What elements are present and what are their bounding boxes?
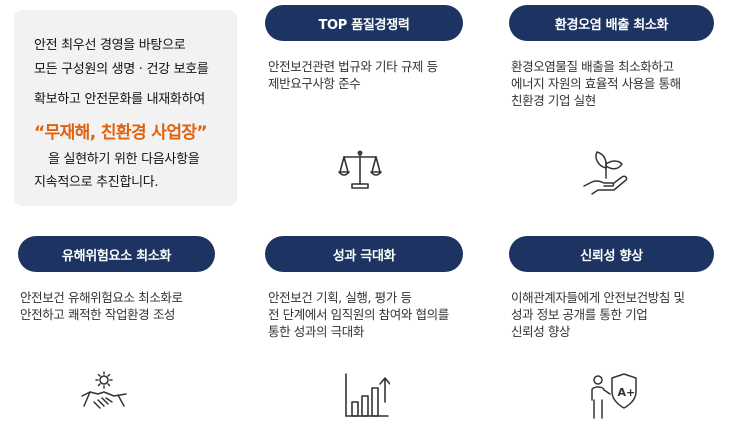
intro-line-2: 모든 구성원의 생명 · 건강 보호를 bbox=[34, 62, 209, 77]
person-shield-icon: A+ bbox=[588, 370, 640, 422]
card-desc-line: 안전보건 유해위험요소 최소화로 bbox=[20, 290, 183, 305]
intro-line-1: 안전 최우선 경영을 바탕으로 bbox=[34, 38, 186, 53]
hand-plant-icon bbox=[582, 148, 630, 200]
card-desc-trust: 이해관계자들에게 안전보건방침 및 성과 정보 공개를 통한 기업 신뢰성 향상 bbox=[511, 289, 685, 340]
intro-line-4: 을 실현하기 위한 다음사항을 bbox=[48, 152, 200, 167]
card-title-performance: 성과 극대화 bbox=[265, 236, 463, 272]
intro-slogan: “무재해, 친환경 사업장” bbox=[34, 123, 208, 143]
card-desc-line: 이해관계자들에게 안전보건방침 및 bbox=[511, 290, 685, 305]
card-desc-line: 친환경 기업 실현 bbox=[511, 93, 596, 108]
scale-icon bbox=[338, 148, 382, 192]
card-desc-line: 전 단계에서 임직원의 참여와 협의를 bbox=[268, 307, 449, 322]
card-desc-environment: 환경오염물질 배출을 최소화하고 에너지 자원의 효율적 사용을 통해 친환경 … bbox=[511, 58, 681, 109]
card-desc-line: 신뢰성 향상 bbox=[511, 324, 571, 339]
card-desc-line: 제반요구사항 준수 bbox=[268, 76, 361, 91]
intro-line-5: 지속적으로 추진합니다. bbox=[34, 175, 159, 190]
card-title-quality: TOP 품질경쟁력 bbox=[265, 5, 463, 41]
intro-panel: 안전 최우선 경영을 바탕으로 모든 구성원의 생명 · 건강 보호를 확보하고… bbox=[14, 10, 237, 206]
card-desc-performance: 안전보건 기획, 실행, 평가 등 전 단계에서 임직원의 참여와 협의를 통한… bbox=[268, 289, 449, 340]
shield-badge: A+ bbox=[618, 386, 636, 399]
card-title-hazard: 유해위험요소 최소화 bbox=[18, 236, 215, 272]
card-desc-line: 환경오염물질 배출을 최소화하고 bbox=[511, 59, 674, 74]
handshake-gear-icon bbox=[80, 368, 128, 416]
card-desc-line: 안전보건 기획, 실행, 평가 등 bbox=[268, 290, 412, 305]
card-desc-quality: 안전보건관련 법규와 기타 규제 등 제반요구사항 준수 bbox=[268, 58, 438, 92]
card-desc-hazard: 안전보건 유해위험요소 최소화로 안전하고 쾌적한 작업환경 조성 bbox=[20, 289, 183, 323]
card-desc-line: 에너지 자원의 효율적 사용을 통해 bbox=[511, 76, 681, 91]
card-title-environment: 환경오염 배출 최소화 bbox=[509, 5, 714, 41]
card-title-trust: 신뢰성 향상 bbox=[509, 236, 714, 272]
card-desc-line: 안전보건관련 법규와 기타 규제 등 bbox=[268, 59, 438, 74]
intro-line-3: 확보하고 안전문화를 내재화하여 bbox=[34, 92, 205, 107]
bar-growth-icon bbox=[344, 372, 390, 418]
card-desc-line: 안전하고 쾌적한 작업환경 조성 bbox=[20, 307, 176, 322]
card-desc-line: 통한 성과의 극대화 bbox=[268, 324, 364, 339]
card-desc-line: 성과 정보 공개를 통한 기업 bbox=[511, 307, 648, 322]
